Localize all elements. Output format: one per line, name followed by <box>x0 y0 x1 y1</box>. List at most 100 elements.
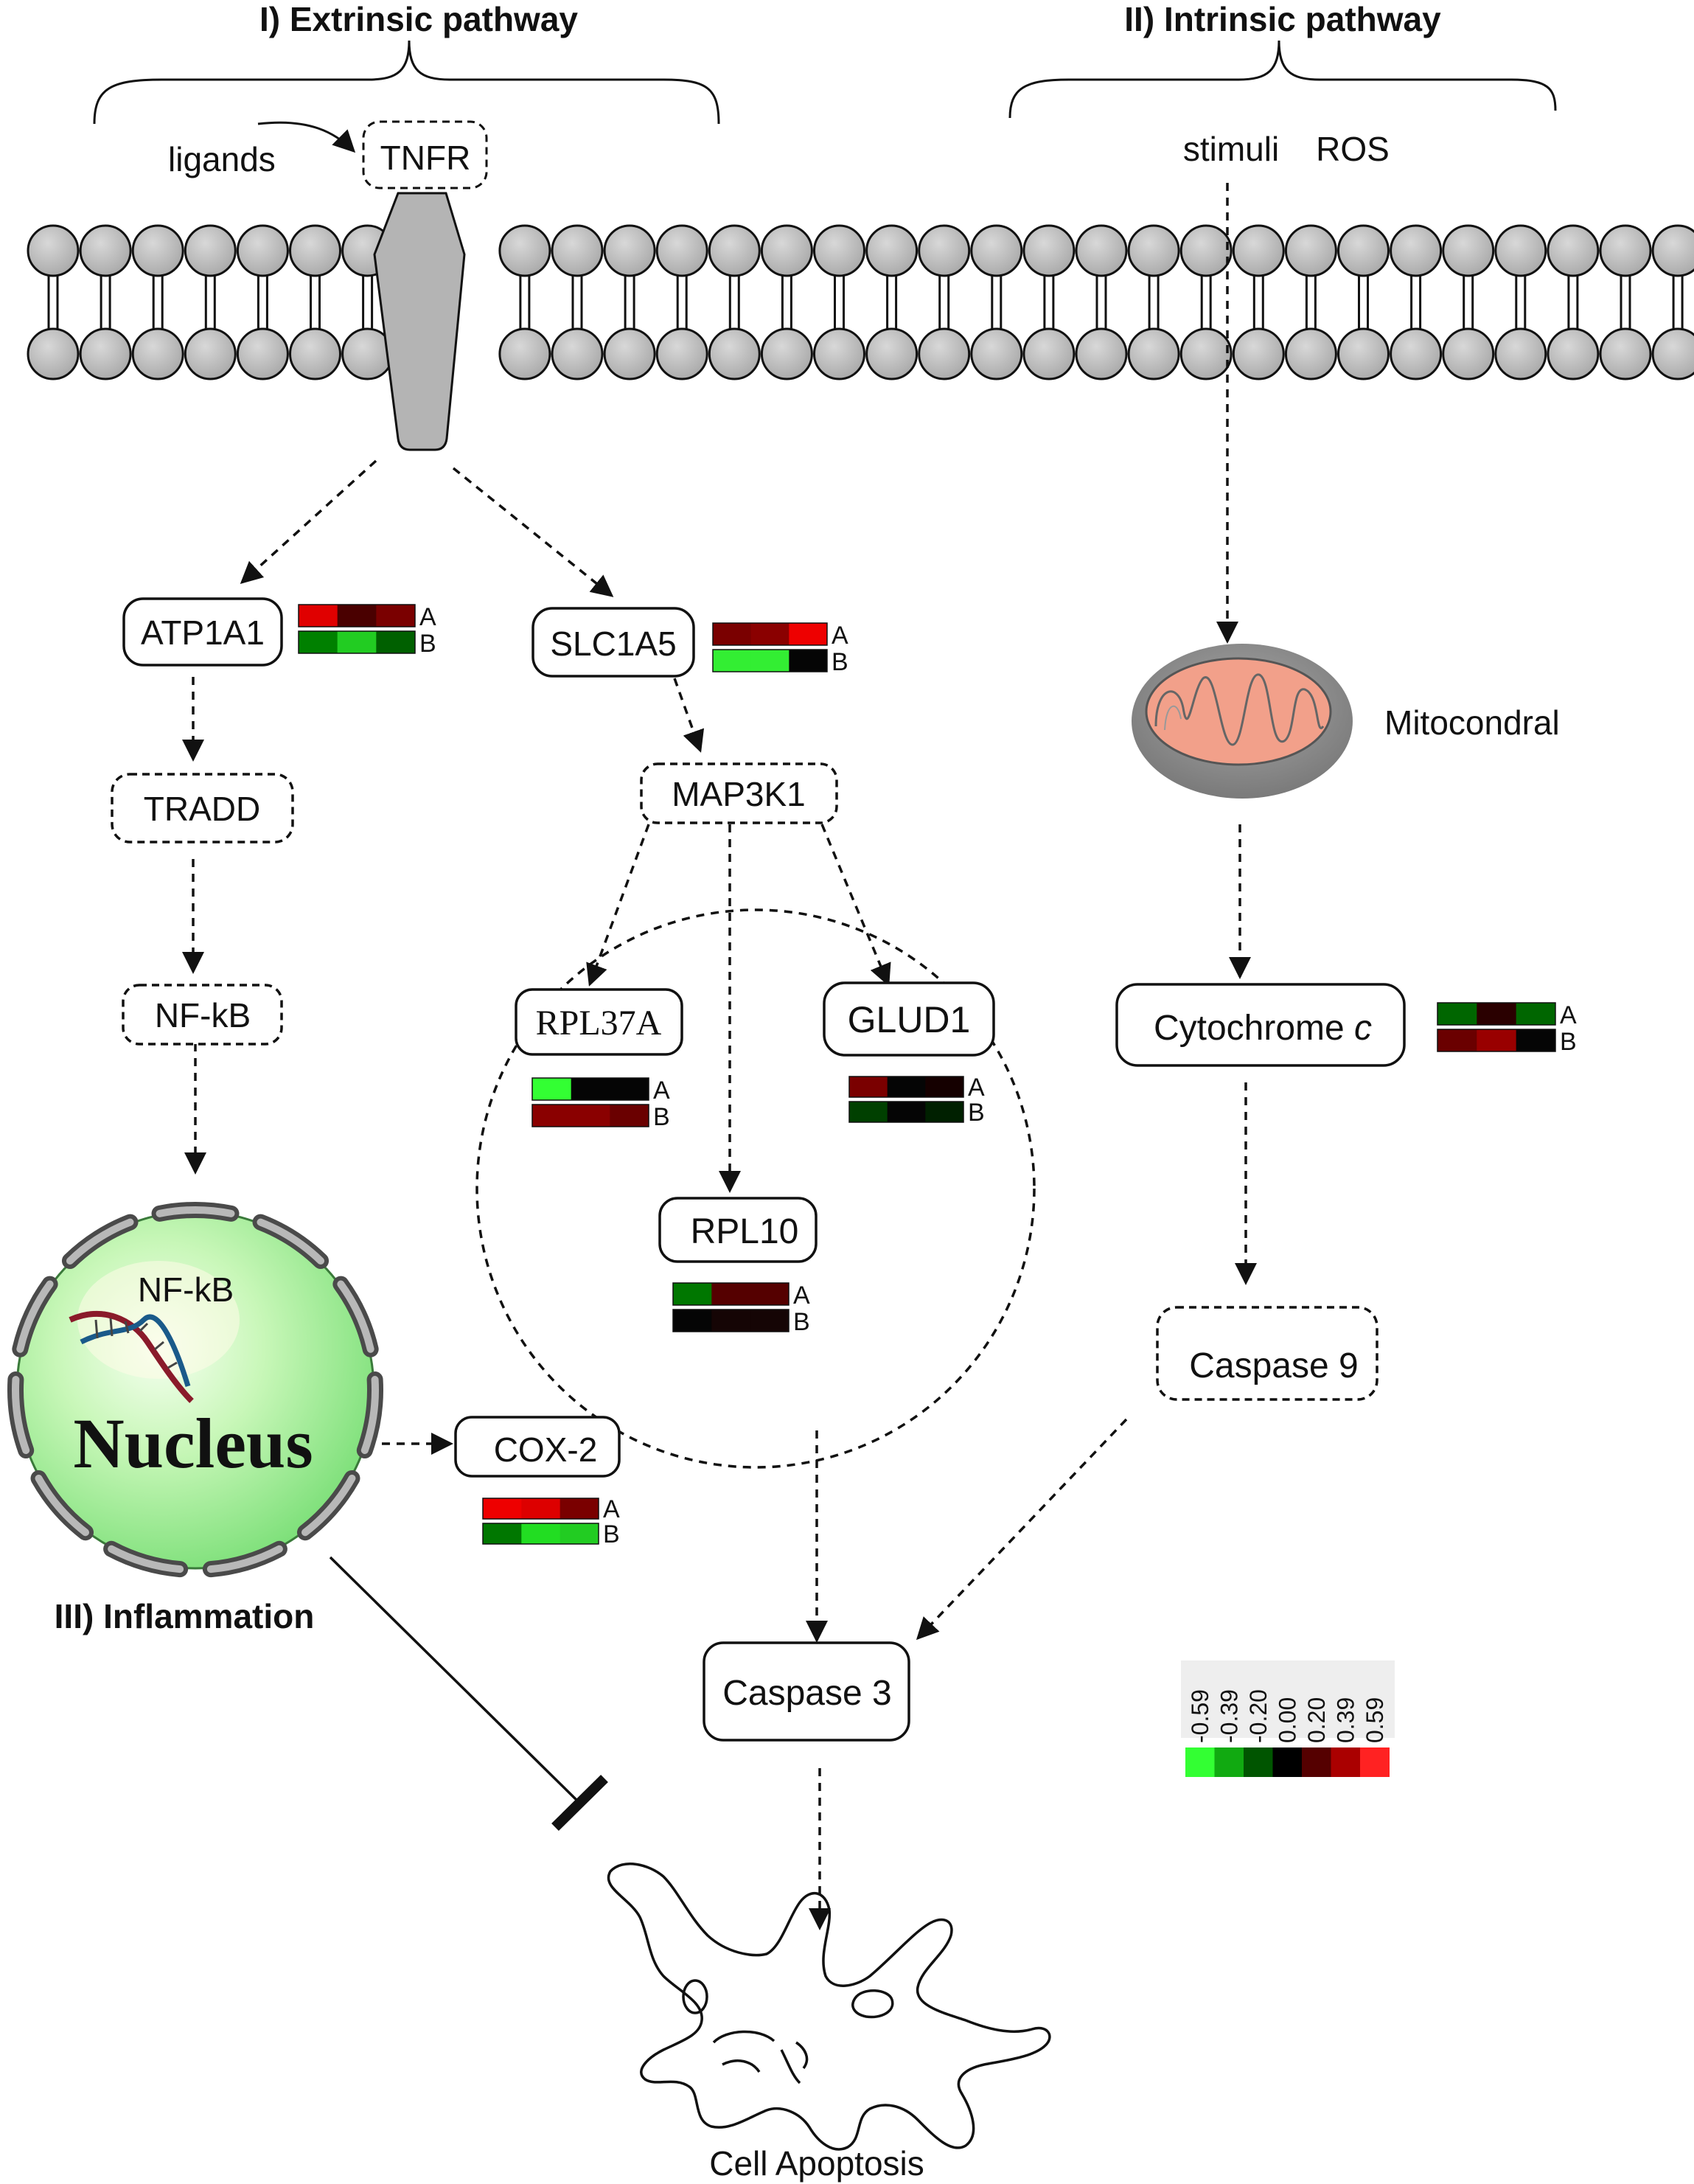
lipid-head-outer <box>498 224 551 277</box>
heatmap-cox2: AB <box>482 1495 620 1548</box>
inhibition-line <box>329 1556 581 1804</box>
heatmap-atp1a1: AB <box>298 603 436 658</box>
nuclear-envelope-pores <box>7 1201 383 1578</box>
lipid-head-outer <box>1022 224 1076 277</box>
heatmap-cell <box>925 1077 964 1097</box>
lipid-head-outer <box>970 224 1023 277</box>
heatmap-cell <box>673 1310 712 1332</box>
nfkb-label: NF-kB <box>155 996 251 1034</box>
lipid-head-outer <box>603 224 656 277</box>
heatmap-cell <box>789 623 828 645</box>
lipid-head-outer <box>236 224 289 277</box>
heatmap-cell <box>337 631 377 653</box>
lipid-head-inner <box>131 327 184 380</box>
lipid-head-outer <box>918 224 971 277</box>
heatmap-cell <box>849 1077 888 1097</box>
lipid-head-outer <box>1651 224 1694 277</box>
ligand-arrow <box>257 121 356 153</box>
heatmap-cell <box>925 1102 964 1122</box>
heatmap-glud1: AB <box>848 1074 985 1127</box>
map3k1-targets-circle <box>475 908 1036 1469</box>
heatmap-cell <box>1477 1029 1517 1051</box>
heatmap-cell <box>713 623 752 645</box>
lipid-head-inner <box>813 327 865 380</box>
heatmap-cell <box>711 1283 751 1305</box>
arrow-tnfr-atp1a1 <box>240 459 377 585</box>
heatmap-cell <box>571 1078 610 1100</box>
lipid-head-inner <box>1284 327 1337 380</box>
lipid-head-inner <box>708 327 761 380</box>
heatmap-cell <box>750 623 790 645</box>
heatmap-cell <box>521 1523 561 1544</box>
apoptotic-cell-icon <box>607 1863 1051 2151</box>
intrinsic-pathway-title: II) Intrinsic pathway <box>1124 0 1441 38</box>
scale-value-label: -0.39 <box>1216 1689 1242 1743</box>
lipid-head-inner <box>865 327 919 380</box>
glud1-label: GLUD1 <box>848 999 971 1040</box>
lipid-head-outer <box>1337 224 1390 277</box>
lipid-head-inner <box>1127 327 1180 380</box>
heatmap-cell <box>483 1498 522 1519</box>
scale-swatch <box>1214 1747 1244 1777</box>
heatmap-cell <box>521 1498 561 1519</box>
heatmap-row-label: B <box>968 1099 985 1127</box>
heatmap-row-label: A <box>968 1074 985 1102</box>
scale-swatch <box>1331 1747 1361 1777</box>
heatmap-row-label: B <box>653 1103 670 1131</box>
arrow-slc1a5-map3k1 <box>673 678 705 753</box>
tnfr-label: TNFR <box>380 139 471 177</box>
heatmap-row-label: A <box>1560 1001 1577 1029</box>
lipid-head-outer <box>184 224 237 277</box>
scale-value-label: -0.20 <box>1245 1689 1272 1743</box>
lipid-head-inner <box>236 327 289 380</box>
map3k1-label: MAP3K1 <box>672 775 806 813</box>
scale-swatch <box>1185 1747 1215 1777</box>
lipid-head-inner <box>1075 327 1128 380</box>
caspase3-label: Caspase 3 <box>722 1674 891 1713</box>
lipid-head-inner <box>184 327 237 380</box>
lipid-head-inner <box>79 327 132 380</box>
heatmap-cell <box>750 1310 790 1332</box>
lipid-head-outer <box>1599 224 1652 277</box>
heatmap-cell <box>560 1523 599 1544</box>
mitochondria-icon <box>1132 644 1353 799</box>
heatmap-cell <box>849 1102 888 1122</box>
node-nfkb: NF-kB <box>122 984 283 1046</box>
heatmap-cell <box>1516 1003 1556 1025</box>
lipid-head-inner <box>1022 327 1076 380</box>
heatmap-row-label: B <box>603 1520 620 1548</box>
lipid-head-inner <box>551 327 604 380</box>
node-slc1a5: SLC1A5 <box>531 607 695 678</box>
lipid-head-inner <box>760 327 813 380</box>
lipid-head-inner <box>918 327 971 380</box>
lipid-head-outer <box>1494 224 1547 277</box>
scale-value-label: 0.00 <box>1274 1697 1300 1743</box>
heatmap-cell <box>750 1283 790 1305</box>
lipid-head-inner <box>970 327 1023 380</box>
heatmap-row-label: B <box>793 1308 810 1336</box>
rpl10-label: RPL10 <box>691 1212 799 1251</box>
scale-value-label: 0.39 <box>1332 1697 1359 1743</box>
arrow-map3k1-rpl37a <box>586 824 650 987</box>
lipid-head-outer <box>1284 224 1337 277</box>
heatmap-cell <box>337 605 377 627</box>
arrow-map3k1-glud1 <box>820 824 891 987</box>
heatmap-cell <box>376 631 416 653</box>
lipid-head-inner <box>1547 327 1600 380</box>
slc1a5-label: SLC1A5 <box>550 625 676 663</box>
arrow-caspase9-caspase3 <box>916 1418 1128 1641</box>
caspase9-label: Caspase 9 <box>1189 1346 1358 1385</box>
heatmap-cell <box>376 605 416 627</box>
heatmap-cell <box>1516 1029 1556 1051</box>
heatmap-row-label: A <box>603 1495 620 1523</box>
lipid-head-inner <box>1390 327 1443 380</box>
node-cytochrome-c: Cytochrome c <box>1115 983 1406 1067</box>
intrinsic-brace <box>1008 40 1557 119</box>
nucleus-label: Nucleus <box>73 1404 313 1483</box>
heatmap-cell <box>1477 1003 1517 1025</box>
rpl37a-label: RPL37A <box>536 1004 662 1043</box>
heatmap-cell <box>483 1523 522 1544</box>
lipid-head-outer <box>1075 224 1128 277</box>
scale-value-label: 0.20 <box>1303 1697 1330 1743</box>
